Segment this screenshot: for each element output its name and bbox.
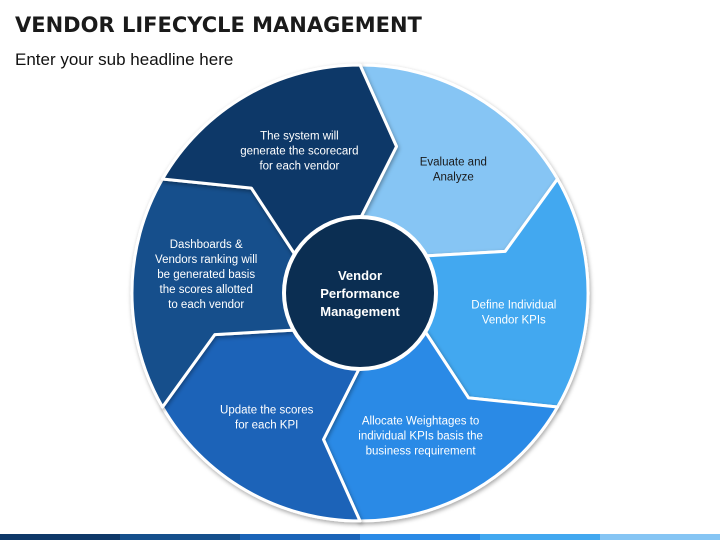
segment-label: Update the scores for each KPI xyxy=(220,404,314,431)
bottom-color-bar xyxy=(0,534,720,540)
segment-label-line: Define Individual xyxy=(471,299,556,311)
slide-title: VENDOR LIFECYCLE MANAGEMENT xyxy=(15,13,422,37)
segment-label-line: Allocate Weightages to xyxy=(362,416,479,428)
center-label-line: Management xyxy=(320,304,400,319)
segment-label-line: Vendors ranking will xyxy=(155,254,257,266)
segment-label-line: The system will xyxy=(260,130,339,142)
center-label-line: Vendor xyxy=(338,268,382,283)
bottom-bar-swatch xyxy=(240,534,360,540)
segment-label-line: Update the scores xyxy=(220,404,314,416)
segment-label: Dashboards & Vendors ranking will be gener… xyxy=(155,239,257,311)
segment-label-line: for each KPI xyxy=(235,419,298,431)
segment-label-line: Analyze xyxy=(433,172,474,184)
bottom-bar-swatch xyxy=(120,534,240,540)
bottom-bar-swatch xyxy=(480,534,600,540)
segment-label-line: generate the scorecard xyxy=(240,145,358,157)
slide-subtitle: Enter your sub headline here xyxy=(15,50,234,69)
bottom-bar-swatch xyxy=(600,534,720,540)
center-circle xyxy=(286,219,434,367)
segment-label-line: the scores allotted xyxy=(160,284,253,296)
center-label-line: Performance xyxy=(320,286,399,301)
bottom-bar-swatch xyxy=(0,534,120,540)
segment-label-line: individual KPIs basis the xyxy=(358,431,483,443)
segment-label-line: Dashboards & xyxy=(170,239,243,251)
segment-label: Allocate Weightages to individual KPIs ba… xyxy=(358,416,483,458)
segment-label-line: for each vendor xyxy=(259,160,339,172)
segment-label: The system will generate the scorecard for… xyxy=(240,130,358,172)
segment-label-line: Vendor KPIs xyxy=(482,314,546,326)
segment-label-line: business requirement xyxy=(366,446,477,458)
bottom-bar-swatch xyxy=(360,534,480,540)
segment-label-line: to each vendor xyxy=(168,299,244,311)
segment-label-line: be generated basis xyxy=(157,269,255,281)
segment-label-line: Evaluate and xyxy=(420,157,487,169)
